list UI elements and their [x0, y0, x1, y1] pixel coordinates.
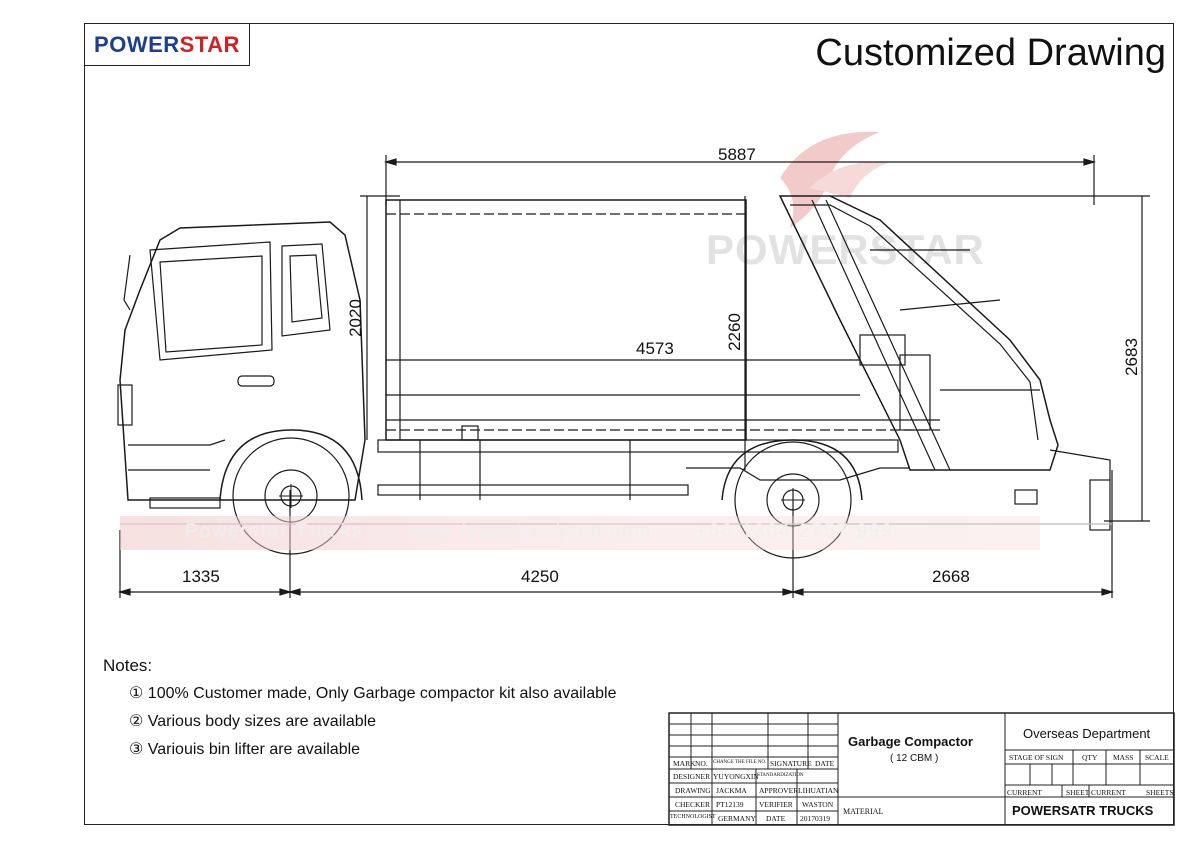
tb-label: DRAWING: [675, 786, 711, 795]
tb-right-footer: SHEET: [1066, 788, 1090, 797]
tb-header-change: CHANGE THE FILE NO.: [713, 760, 767, 765]
tb-label: TECHNOLOGIST: [670, 814, 716, 820]
note-item: ③ Variouis bin lifter are available: [129, 741, 361, 758]
tb-label: DESIGNER: [673, 772, 711, 781]
tb-label: APPROVER: [759, 786, 799, 795]
drawing-frame: [84, 23, 1174, 825]
tb-value: 20170319: [800, 814, 830, 823]
tb-label: DATE: [766, 814, 786, 823]
note-item: ① 100% Customer made, Only Garbage compa…: [129, 685, 617, 702]
tb-value: GERMANY: [718, 814, 756, 823]
tb-header-no: NO.: [695, 759, 708, 768]
tb-right-header: QTY: [1082, 753, 1098, 762]
tb-right-footer: CURRENT: [1007, 788, 1043, 797]
dim-body-length: 4573: [636, 339, 674, 358]
dim-wheelbase: 4250: [521, 567, 559, 586]
tb-material-label: MATERIAL: [843, 807, 884, 816]
tb-value: LIHUATIAN: [798, 786, 839, 795]
tb-label: CHECKER: [675, 800, 711, 809]
tb-value: JACKMA: [716, 786, 747, 795]
dim-overall-length: 5887: [718, 145, 756, 164]
dim-front-overhang: 1335: [182, 567, 220, 586]
page-title: Customized Drawing: [815, 32, 1166, 74]
tb-department: Overseas Department: [1023, 726, 1151, 741]
tb-right-header: SCALE: [1145, 753, 1169, 762]
dim-rear-overhang: 2668: [932, 567, 970, 586]
logo-power-text: POWER: [94, 31, 180, 57]
watermark-strip: [120, 516, 1040, 550]
notes-heading: Notes:: [103, 656, 153, 675]
tb-right-footer: CURRENT: [1091, 788, 1127, 797]
tb-right-header: MASS: [1113, 753, 1134, 762]
tb-company: POWERSATR TRUCKS: [1012, 803, 1154, 818]
tb-header-signature: SIGNATURE: [770, 759, 812, 768]
tb-value: PT12139: [716, 800, 744, 809]
watermark-strip-text: Powerstar Trucks www.Isuzutruckscn.com +…: [185, 521, 895, 542]
tb-value: YUYONGXIN: [713, 772, 759, 781]
tb-capacity: ( 12 CBM ): [890, 753, 939, 764]
tb-right-footer: SHEETS: [1146, 788, 1174, 797]
logo-star-text: STAR: [179, 31, 240, 57]
note-item: ② Various body sizes are available: [129, 713, 377, 730]
watermark-swoosh: [770, 118, 900, 243]
tb-label: VERIFIER: [759, 800, 793, 809]
tb-value: WASTON: [802, 800, 834, 809]
tb-label: STANDARDIZATION: [757, 773, 804, 778]
tb-right-header: STAGE OF SIGN: [1009, 753, 1064, 762]
notes-section: Notes: ① 100% Customer made, Only Garbag…: [103, 652, 616, 764]
tb-header-mark: MARK: [673, 759, 696, 768]
tb-header-date: DATE: [815, 759, 835, 768]
tb-product: Garbage Compactor: [848, 734, 973, 749]
